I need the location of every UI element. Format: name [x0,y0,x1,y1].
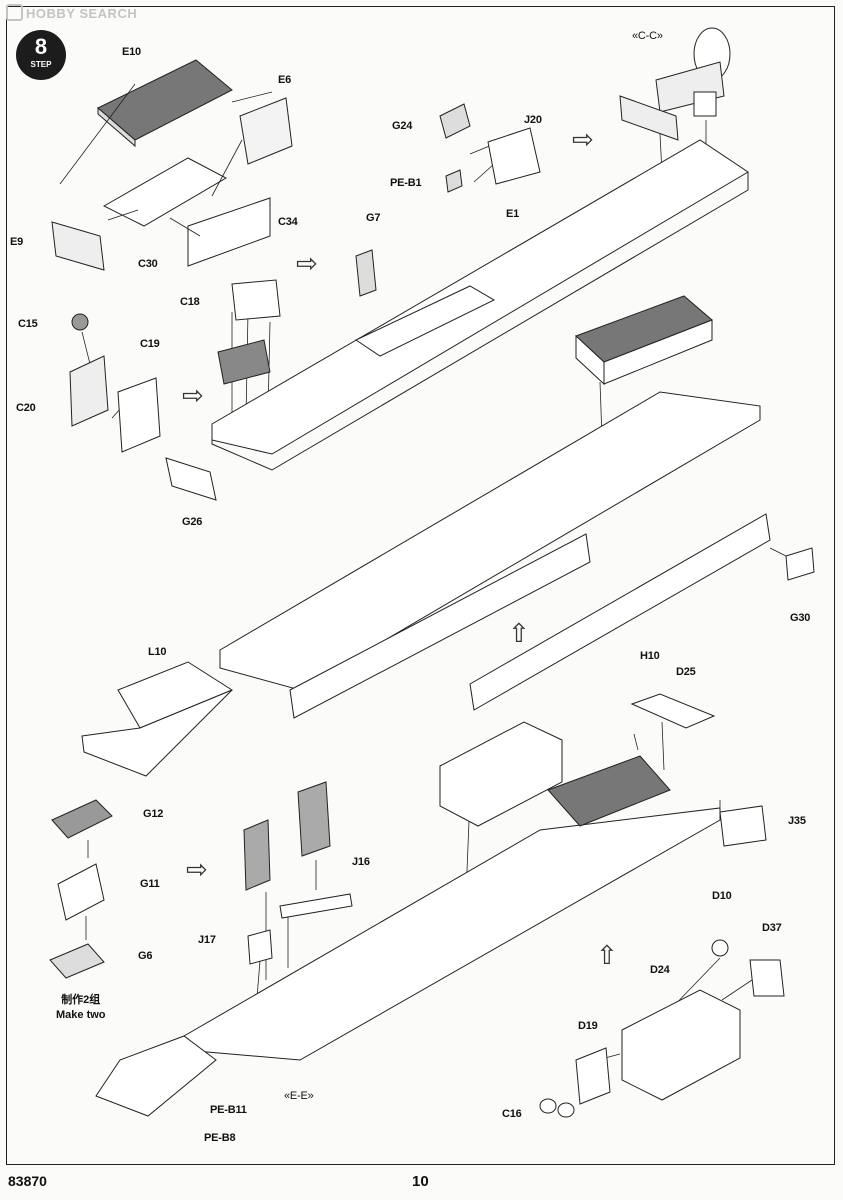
part-d24-box [622,990,740,1100]
part-bedroll-left [244,820,270,890]
direction-arrow-icon: ⇨ [296,248,318,278]
direction-arrow-icon: ⇧ [596,940,618,970]
part-label: C15 [18,318,38,330]
page-number: 10 [412,1173,429,1190]
part-lower-glacis [96,1036,216,1116]
part-e9 [52,222,104,270]
part-label: J35 [788,815,806,827]
part-c18 [232,280,280,320]
part-d25 [632,694,714,728]
part-label: D25 [676,666,696,678]
part-label: D37 [762,922,782,934]
part-label: H10 [640,650,660,662]
direction-arrow-icon: ⇧ [508,618,530,648]
part-j20 [488,128,540,184]
direction-arrow-icon: ⇨ [182,380,204,410]
direction-arrow-icon: ⇨ [572,124,594,154]
part-label: C19 [140,338,160,350]
step-number: 8 [34,34,48,59]
part-e10-grille [98,60,232,146]
part-hull-side-rail [290,534,590,718]
make-two-note: 制作2组 Make two [56,993,106,1023]
part-g12 [52,800,112,838]
part-g26 [166,458,216,500]
part-middle-hull [220,392,760,690]
watermark-logo-icon [6,4,23,21]
part-label: G6 [138,950,153,962]
part-label: J20 [524,114,542,126]
part-jerrycan-holder [218,340,270,384]
part-e1-hull [212,140,748,470]
part-c30-plate [104,158,226,226]
part-d10 [712,940,728,956]
part-cc-assembly [620,28,730,140]
part-j35 [720,806,766,846]
part-h10-rail [470,514,770,710]
part-label: C34 [278,216,298,228]
note-english: Make two [56,1009,106,1021]
part-label: D24 [650,964,670,976]
part-label: E6 [278,74,292,86]
part-label: D19 [578,1020,598,1032]
part-c16 [540,1099,574,1117]
part-g24 [440,104,470,138]
step-badge: 8 STEP [16,30,66,80]
part-label: J16 [352,856,370,868]
part-label: L10 [148,646,167,658]
part-label: D10 [712,890,732,902]
part-g6 [50,944,104,978]
part-bedroll-right [298,782,330,856]
part-label: G26 [182,516,203,528]
part-c15 [72,314,88,330]
part-d37 [750,960,784,996]
watermark: HOBBY SEARCH [6,4,137,21]
part-c34 [188,198,270,266]
part-label: C18 [180,296,200,308]
part-label: C16 [502,1108,522,1120]
part-label: E1 [506,208,520,220]
part-label: PE-B8 [204,1132,236,1144]
part-label: G24 [392,120,413,132]
part-d19 [576,1048,610,1104]
part-c19-jerrycan [118,378,160,452]
part-label: PE-B11 [210,1104,247,1116]
view-label-cc: «C-C» [632,30,663,42]
part-label: C20 [16,402,36,414]
part-label: G30 [790,612,811,624]
part-g11 [58,864,104,920]
step-label: STEP [30,60,52,69]
part-j16 [280,894,352,918]
part-e6-bracket [240,98,292,164]
view-label-ee: «E-E» [284,1090,314,1102]
part-j17 [248,930,272,964]
part-label: PE-B1 [390,177,422,189]
part-label: G11 [140,878,160,890]
part-lower-engine-deck [548,756,670,826]
part-g30 [786,548,814,580]
part-engine-deck [576,296,712,384]
part-label: E10 [122,46,141,58]
part-label: G12 [143,808,164,820]
part-g7 [356,250,376,296]
part-label: C30 [138,258,158,270]
direction-arrow-icon: ⇨ [186,854,208,884]
part-label: J17 [198,934,216,946]
part-c20-rack [70,356,108,426]
part-label: G7 [366,212,381,224]
part-pe-b1 [446,170,462,192]
note-chinese: 制作2组 [61,994,101,1006]
part-stowage-box [440,722,562,826]
part-label: E9 [10,236,24,248]
part-l10-glacis [82,662,232,776]
kit-number: 83870 [8,1173,47,1189]
page-frame [6,6,835,1165]
